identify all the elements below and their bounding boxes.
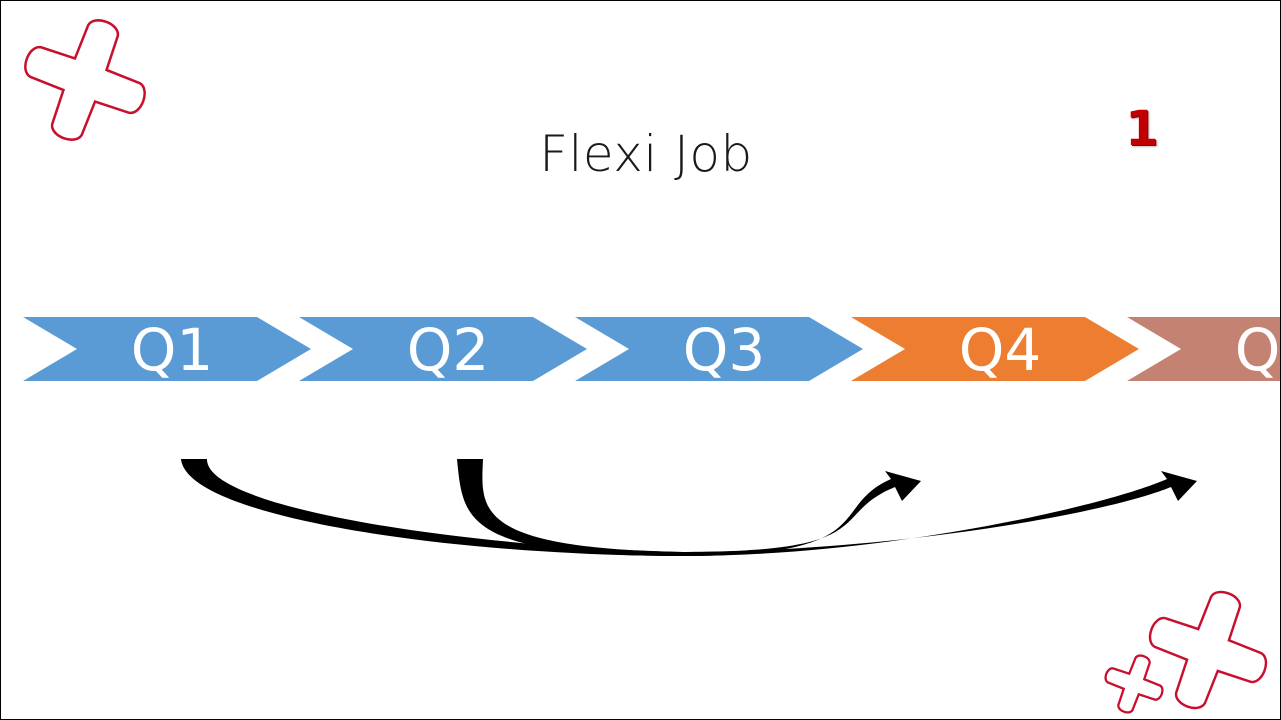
slide-title: Flexi Job (539, 125, 753, 183)
chevron-label-q3: Q3 (683, 316, 766, 384)
chevron-label-q1: Q1 (131, 316, 214, 384)
process-chevrons: Q1 Q2 Q3 Q4 Q5 (23, 316, 1281, 384)
arrow-q2-to-q4 (457, 459, 921, 556)
chevron-q5 (1127, 317, 1280, 381)
chevron-q3 (575, 317, 863, 381)
cross-small-bottom-right-icon (1095, 645, 1173, 719)
chevron-q4 (851, 317, 1139, 381)
process-links (181, 459, 1197, 556)
chevron-label-q4: Q4 (959, 316, 1042, 384)
chevron-label-q2: Q2 (407, 316, 490, 384)
slide-number: 1 (1125, 101, 1159, 157)
chevron-label-q5: Q5 (1235, 316, 1281, 384)
arrow-q1-to-q5 (181, 459, 1197, 556)
chevron-q1 (23, 317, 311, 381)
chevron-q2 (299, 317, 587, 381)
